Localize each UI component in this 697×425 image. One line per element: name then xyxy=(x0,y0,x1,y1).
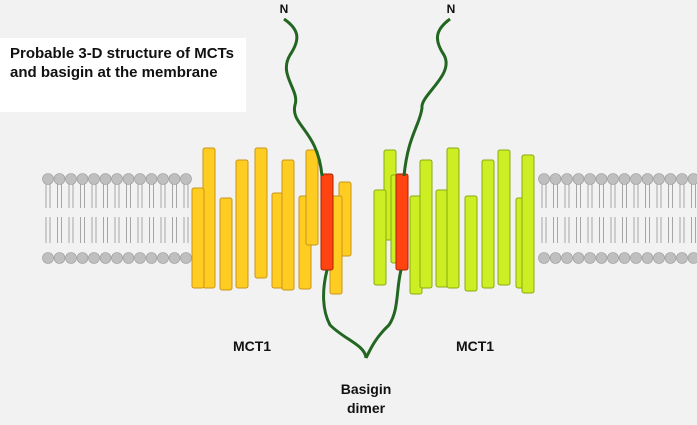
lipid-head xyxy=(111,173,123,185)
lipid-head xyxy=(676,252,688,264)
lipid-head xyxy=(111,252,123,264)
lipid-head xyxy=(607,252,619,264)
lipid-head xyxy=(572,173,585,185)
lipid-head xyxy=(157,173,169,185)
lipid-head xyxy=(618,173,631,185)
lipid-head xyxy=(584,173,596,185)
lipid-head xyxy=(145,173,158,185)
lipid-head xyxy=(65,173,77,185)
lipid-head xyxy=(168,173,181,185)
lipid-head xyxy=(641,173,654,185)
lipid-head xyxy=(653,252,665,264)
lipid-head xyxy=(180,173,192,185)
lipid-head xyxy=(42,252,54,264)
basigin-dimer-label-line1: Basigin xyxy=(340,381,392,397)
lipid-head xyxy=(572,252,585,264)
lipid-head xyxy=(88,173,100,185)
lipid-head xyxy=(664,252,677,264)
lipid-head xyxy=(157,252,169,264)
lipid-head xyxy=(53,252,66,264)
lipid-head xyxy=(53,173,66,185)
lipid-head xyxy=(122,252,135,264)
title-box xyxy=(0,38,246,112)
lipid-head xyxy=(630,252,642,264)
mct1-left-label: MCT1 xyxy=(232,338,272,354)
lipid-head xyxy=(687,252,697,264)
lipid-head xyxy=(687,173,697,185)
lipid-head xyxy=(76,173,89,185)
lipid-head xyxy=(65,252,77,264)
lipid-head xyxy=(561,173,573,185)
basigin-helix-right xyxy=(395,173,409,271)
diagram-title: Probable 3-D structure of MCTs and basig… xyxy=(10,45,234,81)
lipid-head xyxy=(134,252,146,264)
lipid-head xyxy=(653,173,665,185)
n-terminus-left-label: N xyxy=(279,2,289,16)
lipid-head xyxy=(122,173,135,185)
lipid-head xyxy=(145,252,158,264)
lipid-head xyxy=(538,252,550,264)
lipid-head xyxy=(538,173,550,185)
basigin-helix-left xyxy=(320,173,334,271)
mct1-left-transporter xyxy=(191,147,352,295)
n-terminus-right-label: N xyxy=(446,2,456,16)
basigin-chain-right xyxy=(364,17,451,359)
lipid-head xyxy=(618,252,631,264)
lipid-head xyxy=(584,252,596,264)
lipid-head xyxy=(630,173,642,185)
lipid-head xyxy=(607,173,619,185)
lipid-head xyxy=(88,252,100,264)
lipid-head xyxy=(549,252,562,264)
lipid-head xyxy=(42,173,54,185)
basigin-dimer-label-line2: dimer xyxy=(346,400,386,416)
lipid-head xyxy=(168,252,181,264)
lipid-head xyxy=(99,173,112,185)
mct1-right-label: MCT1 xyxy=(455,338,495,354)
membrane-bilayer-right xyxy=(538,173,697,264)
lipid-head xyxy=(561,252,573,264)
membrane-bilayer-left xyxy=(42,173,192,264)
lipid-head xyxy=(99,252,112,264)
lipid-head xyxy=(676,173,688,185)
lipid-head xyxy=(76,252,89,264)
lipid-head xyxy=(664,173,677,185)
lipid-head xyxy=(641,252,654,264)
lipid-head xyxy=(595,173,608,185)
lipid-head xyxy=(180,252,192,264)
lipid-head xyxy=(595,252,608,264)
lipid-head xyxy=(134,173,146,185)
lipid-head xyxy=(549,173,562,185)
basigin-chain-left xyxy=(283,17,368,359)
